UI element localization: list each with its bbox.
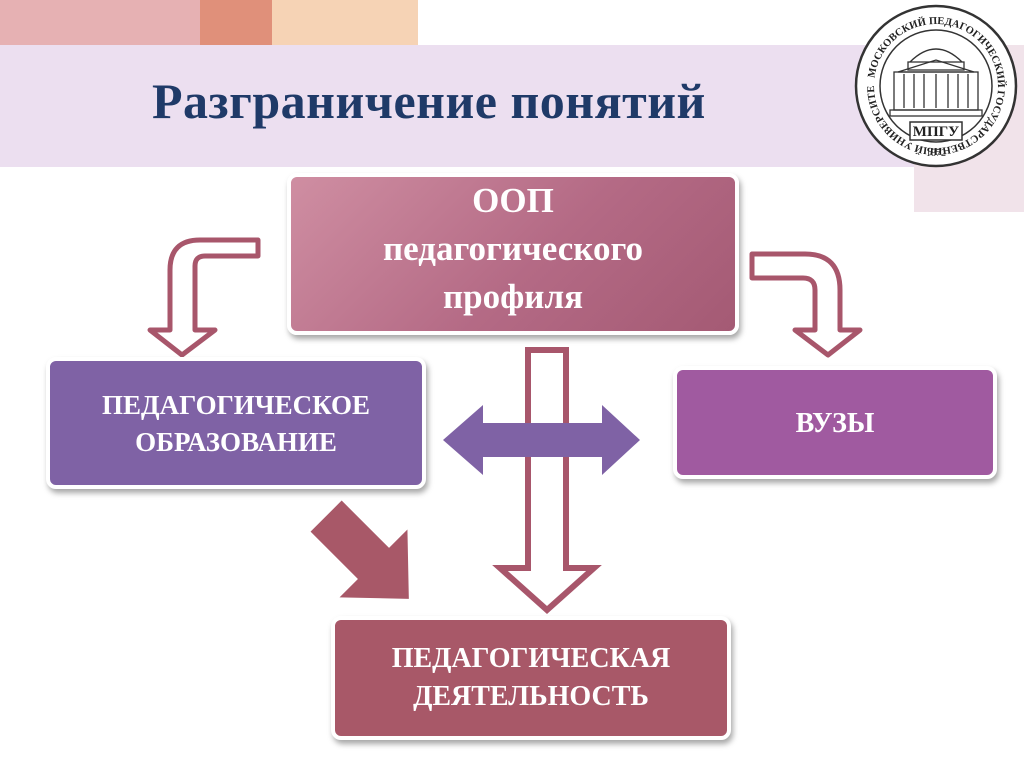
diagonal-arrow: [310, 500, 409, 599]
seal-abbr: МПГУ: [913, 124, 959, 140]
ped-activity-box: ПЕДАГОГИЧЕСКАЯ ДЕЯТЕЛЬНОСТЬ: [331, 616, 731, 740]
oop-line2: педагогического: [383, 229, 643, 268]
ped-line1: ПЕДАГОГИЧЕСКОЕ: [101, 390, 370, 420]
down-arrow-center: [492, 347, 602, 615]
oop-box: ООП педагогического профиля: [287, 173, 739, 335]
oop-line1: ООП: [472, 181, 554, 220]
university-seal-logo: МОСКОВСКИЙ ПЕДАГОГИЧЕСКИЙ ГОСУДАРСТВЕННЫ…: [850, 0, 1018, 168]
page-title: Разграничение понятий: [152, 73, 706, 129]
ped-line2: ОБРАЗОВАНИЕ: [135, 427, 337, 457]
dey-line1: ПЕДАГОГИЧЕСКАЯ: [391, 643, 671, 674]
vuz-label: ВУЗЫ: [795, 408, 875, 439]
curved-arrow-right: [749, 251, 863, 358]
vuz-box: ВУЗЫ: [673, 366, 997, 479]
building-icon: [889, 48, 983, 117]
title-band: [0, 45, 1024, 167]
double-arrow-purple: [443, 405, 640, 475]
seal-year: 1872: [926, 148, 946, 159]
oop-line3: профиля: [442, 277, 584, 316]
curved-arrow-left: [147, 237, 261, 358]
dey-line2: ДЕЯТЕЛЬНОСТЬ: [413, 681, 649, 712]
ped-education-box: ПЕДАГОГИЧЕСКОЕ ОБРАЗОВАНИЕ: [46, 357, 426, 489]
seal-abbr-frame: [909, 121, 963, 141]
